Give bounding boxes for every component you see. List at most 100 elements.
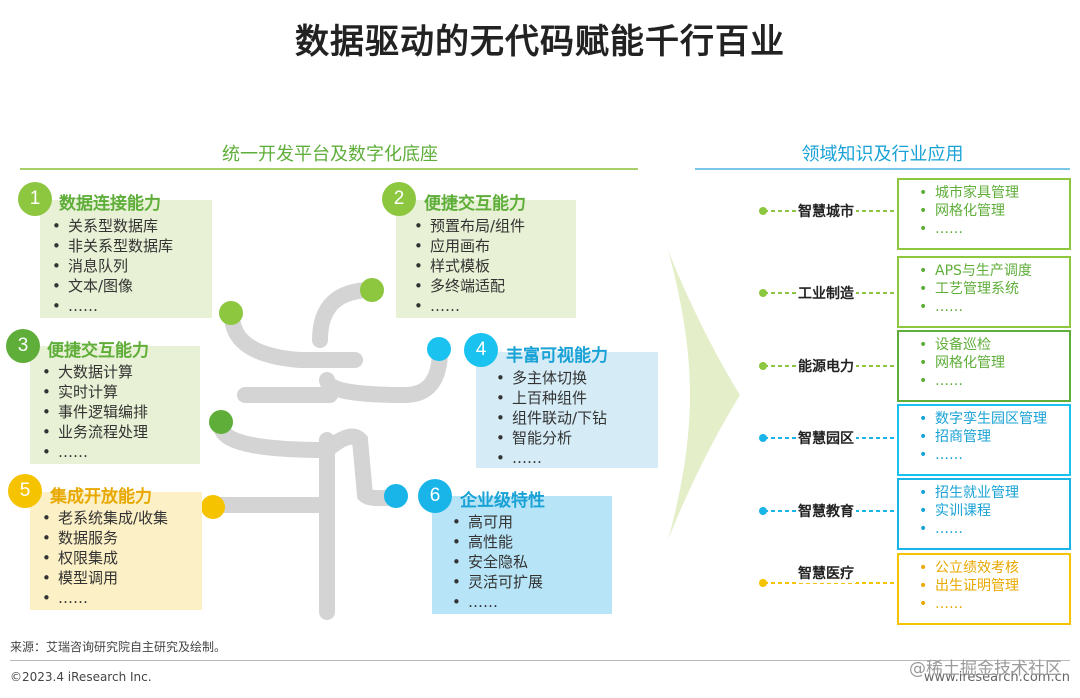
bullet-icon: • [919, 578, 928, 594]
list-item: ……• [919, 373, 963, 389]
capability-title-1: 数据连接能力 [59, 194, 161, 214]
domain-box-2: APS与生产调度• 工艺管理系统• ……• [897, 256, 1071, 328]
bullet-icon: • [919, 203, 928, 219]
bullet-icon: • [919, 560, 928, 576]
page-title: 数据驱动的无代码赋能千行百业 [295, 22, 785, 62]
capability-card-4: 多主体切换 上百种组件 组件联动/下钻 智能分析 …… [476, 352, 658, 468]
capability-title-3: 便捷交互能力 [47, 341, 149, 361]
left-section-title: 统一开发平台及数字化底座 [222, 144, 438, 165]
bullet-icon: • [919, 521, 928, 537]
domain-label-3: 能源电力 [796, 356, 856, 376]
node-2 [360, 278, 384, 302]
list-item: …… [414, 296, 576, 316]
watermark: @稀土掘金技术社区 [909, 659, 1062, 679]
capability-title-4: 丰富可视能力 [506, 346, 608, 366]
domain-label-1: 智慧城市 [796, 201, 856, 221]
list-item: 老系统集成/收集 [42, 508, 202, 528]
list-item: 非关系型数据库 [52, 236, 212, 256]
right-section-title: 领域知识及行业应用 [801, 144, 964, 165]
bullet-icon: • [919, 263, 928, 279]
branch-3-lower [214, 422, 335, 458]
list-item: 网格化管理• [919, 203, 1005, 219]
domain-label-4: 智慧园区 [796, 428, 856, 448]
domain-label-5: 智慧教育 [796, 501, 856, 521]
list-item: 实时计算 [42, 382, 200, 402]
list-item: 样式模板 [414, 256, 576, 276]
list-item: 组件联动/下钻 [496, 408, 658, 428]
list-item: ……• [919, 299, 963, 315]
bullet-icon: • [919, 221, 928, 237]
footer-url: www.iresearch.com.cn [923, 670, 1070, 685]
list-item: …… [452, 592, 612, 612]
list-item: …… [42, 588, 202, 608]
node-6 [384, 484, 408, 508]
capability-number-1: 1 [18, 182, 52, 216]
list-item: 招商管理• [919, 429, 991, 445]
list-item: 网格化管理• [919, 355, 1005, 371]
right-section-divider [695, 168, 1070, 170]
list-item: …… [496, 448, 658, 468]
bullet-icon: • [919, 355, 928, 371]
list-item: ……• [919, 521, 963, 537]
list-item: 关系型数据库 [52, 216, 212, 236]
list-item: 数据服务 [42, 528, 202, 548]
capability-number-6: 6 [418, 479, 452, 513]
list-item: 应用画布 [414, 236, 576, 256]
node-4 [427, 337, 451, 361]
list-item: 多主体切换 [496, 368, 658, 388]
big-arrow [668, 250, 740, 540]
list-item: …… [52, 296, 212, 316]
list-item: 高性能 [452, 532, 612, 552]
branch-6 [319, 428, 403, 507]
capability-number-3: 3 [6, 329, 40, 363]
list-item: 文本/图像 [52, 276, 212, 296]
list-item: 城市家具管理• [919, 185, 1019, 201]
list-item: 实训课程• [919, 503, 991, 519]
list-item: APS与生产调度• [919, 263, 1032, 279]
list-item: 数字孪生园区管理• [919, 411, 1047, 427]
list-item: 高可用 [452, 512, 612, 532]
domain-box-3: 设备巡检• 网格化管理• ……• [897, 330, 1071, 402]
domain-label-6: 智慧医疗 [796, 563, 856, 583]
list-item: 出生证明管理• [919, 578, 1019, 594]
node-5 [201, 495, 225, 519]
domain-box-6: 公立绩效考核• 出生证明管理• ……• [897, 553, 1071, 625]
list-item: 上百种组件 [496, 388, 658, 408]
capability-card-6: 高可用 高性能 安全隐私 灵活可扩展 …… [432, 496, 612, 614]
list-item: 安全隐私 [452, 552, 612, 572]
bullet-icon: • [919, 429, 928, 445]
list-item: 设备巡检• [919, 337, 991, 353]
list-item: …… [42, 442, 200, 462]
copyright: ©2023.4 iResearch Inc. [10, 670, 152, 684]
bullet-icon: • [919, 485, 928, 501]
bullet-icon: • [919, 337, 928, 353]
list-item: 消息队列 [52, 256, 212, 276]
list-item: 招生就业管理• [919, 485, 1019, 501]
bullet-icon: • [919, 373, 928, 389]
capability-card-1: 关系型数据库 非关系型数据库 消息队列 文本/图像 …… [40, 200, 212, 318]
list-item: 事件逻辑编排 [42, 402, 200, 422]
capability-card-3: 大数据计算 实时计算 事件逻辑编排 业务流程处理 …… [30, 346, 200, 464]
list-item: ……• [919, 447, 963, 463]
node-3 [209, 410, 233, 434]
list-item: 公立绩效考核• [919, 560, 1019, 576]
capability-title-6: 企业级特性 [460, 491, 545, 511]
capability-title-2: 便捷交互能力 [424, 194, 526, 214]
capability-number-2: 2 [382, 182, 416, 216]
list-item: 灵活可扩展 [452, 572, 612, 592]
domain-label-2: 工业制造 [796, 283, 856, 303]
list-item: 模型调用 [42, 568, 202, 588]
list-item: 工艺管理系统• [919, 281, 1019, 297]
list-item: 预置布局/组件 [414, 216, 576, 236]
bullet-icon: • [919, 185, 928, 201]
domain-box-1: 城市家具管理• 网格化管理• ……• [897, 178, 1071, 250]
list-item: 多终端适配 [414, 276, 576, 296]
source-note: 来源：艾瑞咨询研究院自主研究及绘制。 [10, 640, 227, 654]
bullet-icon: • [919, 447, 928, 463]
list-item: 智能分析 [496, 428, 658, 448]
capability-card-2: 预置布局/组件 应用画布 样式模板 多终端适配 …… [396, 200, 576, 318]
footer-divider [10, 660, 1070, 661]
list-item: 大数据计算 [42, 362, 200, 382]
left-section-divider [20, 168, 638, 170]
